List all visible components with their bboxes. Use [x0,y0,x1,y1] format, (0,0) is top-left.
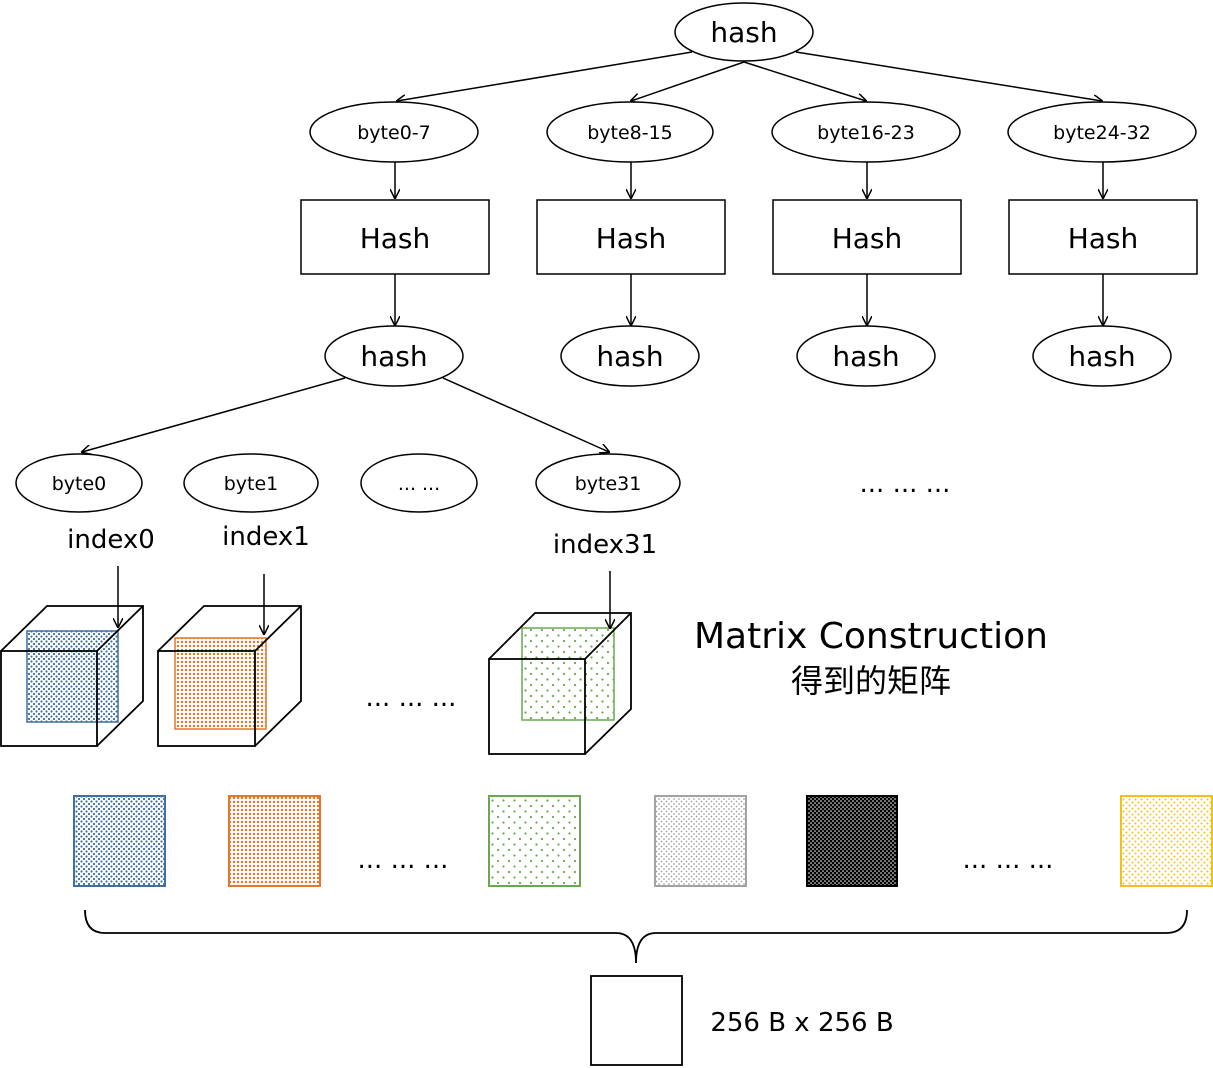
hash-output-node [560,325,700,387]
hash-output-label: hash [1068,340,1135,373]
group-byte0-7: byte0-7 Hash hash [300,101,490,387]
squares-ellipsis-1: ... ... ... [358,845,449,875]
byte-range-label: byte8-15 [587,122,673,144]
byte-nodes: byte0 byte1 ... ... byte31 ... ... ... [15,453,951,513]
square-yellow [1120,795,1213,887]
index1-label: index1 [222,522,310,552]
hash-function-box [300,199,490,275]
blue-slice [26,630,119,723]
root-arrows [397,51,1102,101]
hash-function-label: Hash [360,222,431,255]
byte1-node [183,453,319,513]
squares-ellipsis-2: ... ... ... [963,845,1054,875]
byte-range-label: byte24-32 [1053,122,1151,144]
result-matrix: 256 B x 256 B [590,975,894,1066]
square-gray [654,795,747,887]
square-blue [73,795,166,887]
bytes-more-ellipsis: ... ... ... [860,469,951,499]
square-orange [228,795,321,887]
byte-range-node [1007,101,1197,163]
square-black [806,795,898,887]
byte-range-node [546,101,714,163]
byte0-label: byte0 [52,473,107,495]
hash-function-label: Hash [1068,222,1139,255]
square-green [488,795,581,887]
hash-output-label: hash [596,340,663,373]
byte1-label: byte1 [224,473,279,495]
matrix-title: Matrix Construction [694,616,1048,657]
result-size-label: 256 B x 256 B [710,1008,893,1038]
byte-range-label: byte0-7 [357,122,430,144]
byte-range-label: byte16-23 [817,122,915,144]
index0-label: index0 [67,525,155,555]
cube-index0 [0,566,144,747]
matrix-squares-row: ... ... ... ... ... ... [73,795,1213,887]
hash-function-box [1008,199,1198,275]
hash-output-label: hash [832,340,899,373]
root-hash-node: hash [674,2,814,62]
result-square [590,975,683,1066]
hash-function-box [772,199,962,275]
hash-output-node [796,325,936,387]
byte31-label: byte31 [575,473,642,495]
byte-ellipsis-node [360,453,478,513]
cube-ellipsis: ... ... ... [366,683,457,713]
hash-to-byte-arrows [82,377,609,452]
byte-ellipsis-label: ... ... [398,473,440,495]
cube-index31 [488,571,632,755]
green-slice [521,627,615,721]
root-hash-label: hash [710,16,777,49]
byte0-node [15,453,143,513]
hash-function-box [536,199,726,275]
cube-index1 [157,574,302,747]
matrix-construction-label: Matrix Construction 得到的矩阵 [694,616,1048,700]
byte31-node [535,453,681,513]
hash-function-label: Hash [832,222,903,255]
group-byte16-23: byte16-23 Hash hash [771,101,962,387]
group-byte8-15: byte8-15 Hash hash [536,101,726,387]
grouping-brace [84,909,1188,964]
group-byte24-32: byte24-32 Hash hash [1007,101,1198,387]
hash-output-node [324,325,464,387]
byte-range-node [309,101,479,163]
index31-label: index31 [553,530,657,560]
matrix-subtitle: 得到的矩阵 [791,662,951,700]
orange-slice [174,637,267,730]
index-labels: index0 index1 index31 [67,522,657,560]
hash-output-node [1032,325,1172,387]
hash-function-label: Hash [596,222,667,255]
byte-range-node [771,101,961,163]
hash-output-label: hash [360,340,427,373]
